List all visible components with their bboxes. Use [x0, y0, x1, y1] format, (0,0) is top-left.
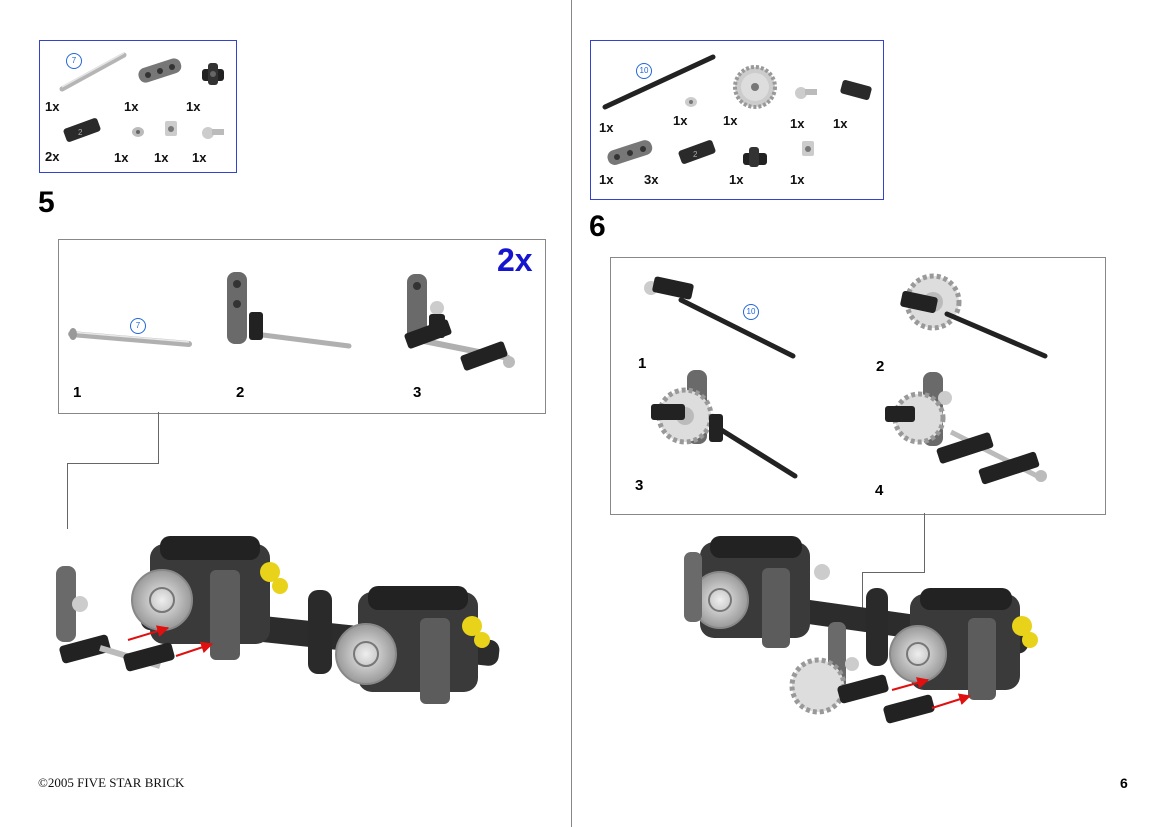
part-qty: 1x [790, 172, 805, 187]
black-axle-icon [602, 54, 716, 110]
bush-icon [165, 121, 177, 136]
callout-line [924, 513, 925, 573]
assembly-arrow-icon [175, 641, 214, 657]
step-number: 6 [589, 210, 606, 243]
bush-icon [685, 97, 697, 107]
callout-line [862, 572, 925, 573]
bush-icon [802, 141, 814, 156]
axle-length-badge: 10 [743, 304, 759, 320]
part-qty: 1x [124, 99, 139, 114]
sub-step-label: 4 [875, 482, 884, 499]
part-qty: 1x [186, 99, 201, 114]
cross-connector-icon [202, 63, 224, 85]
cross-connector-icon [743, 147, 767, 167]
axle-connector-icon [840, 80, 872, 100]
part-qty: 1x [729, 172, 744, 187]
main-assembly-step-6 [684, 536, 1038, 724]
axle-connector-icon: 2 [678, 140, 716, 164]
part-qty: 1x [192, 150, 207, 165]
grey-axle-icon [59, 52, 127, 92]
parts-list-step-5: 7 1x 1x 1x 2 2x 1x 1x 1x [39, 40, 237, 173]
sub-step-label: 3 [635, 477, 644, 494]
sub-assembly-1-icon [644, 276, 796, 359]
part-qty: 1x [114, 150, 129, 165]
bush-icon [132, 127, 144, 137]
callout-line [158, 412, 159, 464]
sub-step-label: 1 [638, 355, 647, 372]
liftarm-with-axle-icon [227, 272, 352, 349]
sub-step-label: 3 [413, 384, 422, 401]
part-qty: 1x [673, 113, 688, 128]
callout-line [67, 463, 68, 529]
axle-length-badge: 7 [130, 318, 146, 334]
build-multiplier: 2x [497, 242, 533, 278]
axle-length-badge: 7 [66, 53, 82, 69]
part-qty: 1x [154, 150, 169, 165]
ball-joint-icon [202, 127, 224, 139]
sub-assembly-3-icon [404, 274, 515, 371]
assembly-arrow-icon [931, 693, 972, 709]
sub-step-label: 2 [236, 384, 245, 401]
part-qty: 1x [790, 116, 805, 131]
axle-length-badge: 10 [636, 63, 652, 79]
part-qty: 1x [833, 116, 848, 131]
part-qty: 1x [599, 120, 614, 135]
assembly-arrow-icon [127, 625, 170, 641]
parts-list-step-6: 10 1x 1x 1x 1x 1x 2 1x 3x 1x 1x [590, 40, 884, 200]
sub-step-label: 2 [876, 358, 885, 375]
svg-text:2: 2 [693, 150, 698, 159]
part-qty: 3x [644, 172, 659, 187]
grey-axle-icon [68, 328, 192, 347]
assembly-arrow-icon [891, 677, 930, 691]
copyright: ©2005 FIVE STAR BRICK [38, 775, 185, 790]
page-number: 6 [1120, 775, 1128, 791]
step-number: 5 [38, 186, 55, 219]
sub-assembly-3-icon [651, 370, 798, 479]
gear-icon [733, 65, 777, 109]
sub-assembly-box: 2x 7 1 2 3 [58, 239, 546, 414]
part-qty: 1x [45, 99, 60, 114]
sub-step-label: 1 [73, 384, 82, 401]
sub-assembly-box: 10 1 2 3 4 [610, 257, 1106, 515]
sub-assembly-4-icon [885, 372, 1047, 485]
axle-connector-icon: 2 [63, 118, 101, 142]
callout-line [862, 572, 863, 612]
main-assembly-step-5 [56, 536, 500, 704]
svg-text:2: 2 [78, 128, 83, 137]
part-qty: 1x [599, 172, 614, 187]
callout-line [67, 463, 159, 464]
sub-assembly-2-icon [900, 273, 1048, 359]
ball-joint-icon [795, 87, 817, 99]
part-qty: 1x [723, 113, 738, 128]
liftarm-icon [138, 58, 182, 83]
liftarm-icon [607, 140, 653, 165]
part-qty: 2x [45, 149, 60, 164]
page-divider [571, 0, 572, 827]
